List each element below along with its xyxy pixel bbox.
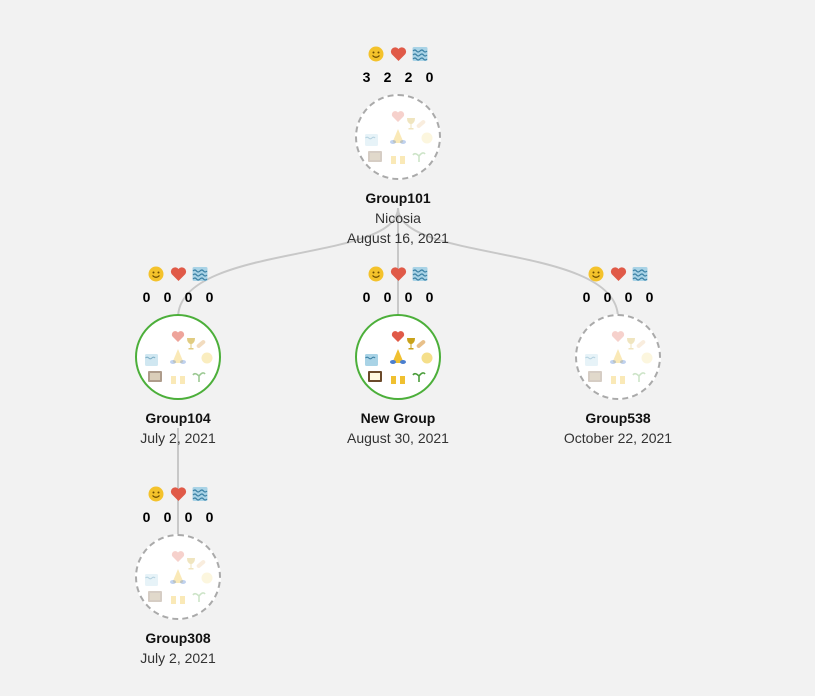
group-name: Group101	[365, 190, 431, 206]
heart-icon	[170, 486, 187, 502]
stat-count: 0	[404, 289, 413, 305]
stat-count: 0	[582, 289, 591, 305]
stat-count: 0	[624, 289, 633, 305]
stat-count: 0	[383, 289, 392, 305]
smile-icon	[588, 266, 604, 282]
stat-count: 0	[184, 509, 193, 525]
smile-icon	[368, 266, 384, 282]
group-date: July 2, 2021	[140, 430, 216, 446]
stat-count: 0	[205, 289, 214, 305]
stat-count: 0	[163, 509, 172, 525]
group-avatar[interactable]	[135, 314, 221, 400]
group-name: New Group	[360, 410, 436, 426]
group-date: July 2, 2021	[140, 650, 216, 666]
group-avatar[interactable]	[135, 534, 221, 620]
group-name: Group538	[585, 410, 651, 426]
group-location: Nicosia	[375, 210, 421, 226]
heart-icon	[390, 46, 407, 62]
group-avatar[interactable]	[575, 314, 661, 400]
stat-count: 0	[205, 509, 214, 525]
stat-count: 3	[362, 69, 371, 85]
stat-count: 0	[184, 289, 193, 305]
group-name: Group104	[145, 410, 211, 426]
stat-icons	[88, 486, 268, 506]
group-date: August 30, 2021	[347, 430, 449, 446]
stat-count: 0	[425, 69, 434, 85]
heart-icon	[390, 266, 407, 282]
tree-edge	[397, 207, 619, 319]
water-icon	[192, 486, 208, 502]
stat-icons	[308, 46, 488, 66]
stat-count: 2	[404, 69, 413, 85]
smile-icon	[368, 46, 384, 62]
tree-edge	[177, 207, 399, 319]
group-date: August 16, 2021	[347, 230, 449, 246]
stat-icons	[88, 266, 268, 286]
group-name: Group308	[145, 630, 211, 646]
group-date: October 22, 2021	[563, 430, 673, 446]
smile-icon	[148, 486, 164, 502]
stat-count: 0	[645, 289, 654, 305]
stat-count: 0	[425, 289, 434, 305]
stat-icons	[308, 266, 488, 286]
stat-count: 0	[163, 289, 172, 305]
water-icon	[632, 266, 648, 282]
water-icon	[412, 266, 428, 282]
group-avatar[interactable]	[355, 94, 441, 180]
stat-count: 0	[603, 289, 612, 305]
water-icon	[412, 46, 428, 62]
heart-icon	[610, 266, 627, 282]
smile-icon	[148, 266, 164, 282]
stat-count: 0	[142, 289, 151, 305]
stat-count: 0	[142, 509, 151, 525]
heart-icon	[170, 266, 187, 282]
stat-icons	[528, 266, 708, 286]
stat-count: 2	[383, 69, 392, 85]
tree-edges	[177, 207, 619, 538]
stat-count: 0	[362, 289, 371, 305]
water-icon	[192, 266, 208, 282]
group-avatar[interactable]	[355, 314, 441, 400]
